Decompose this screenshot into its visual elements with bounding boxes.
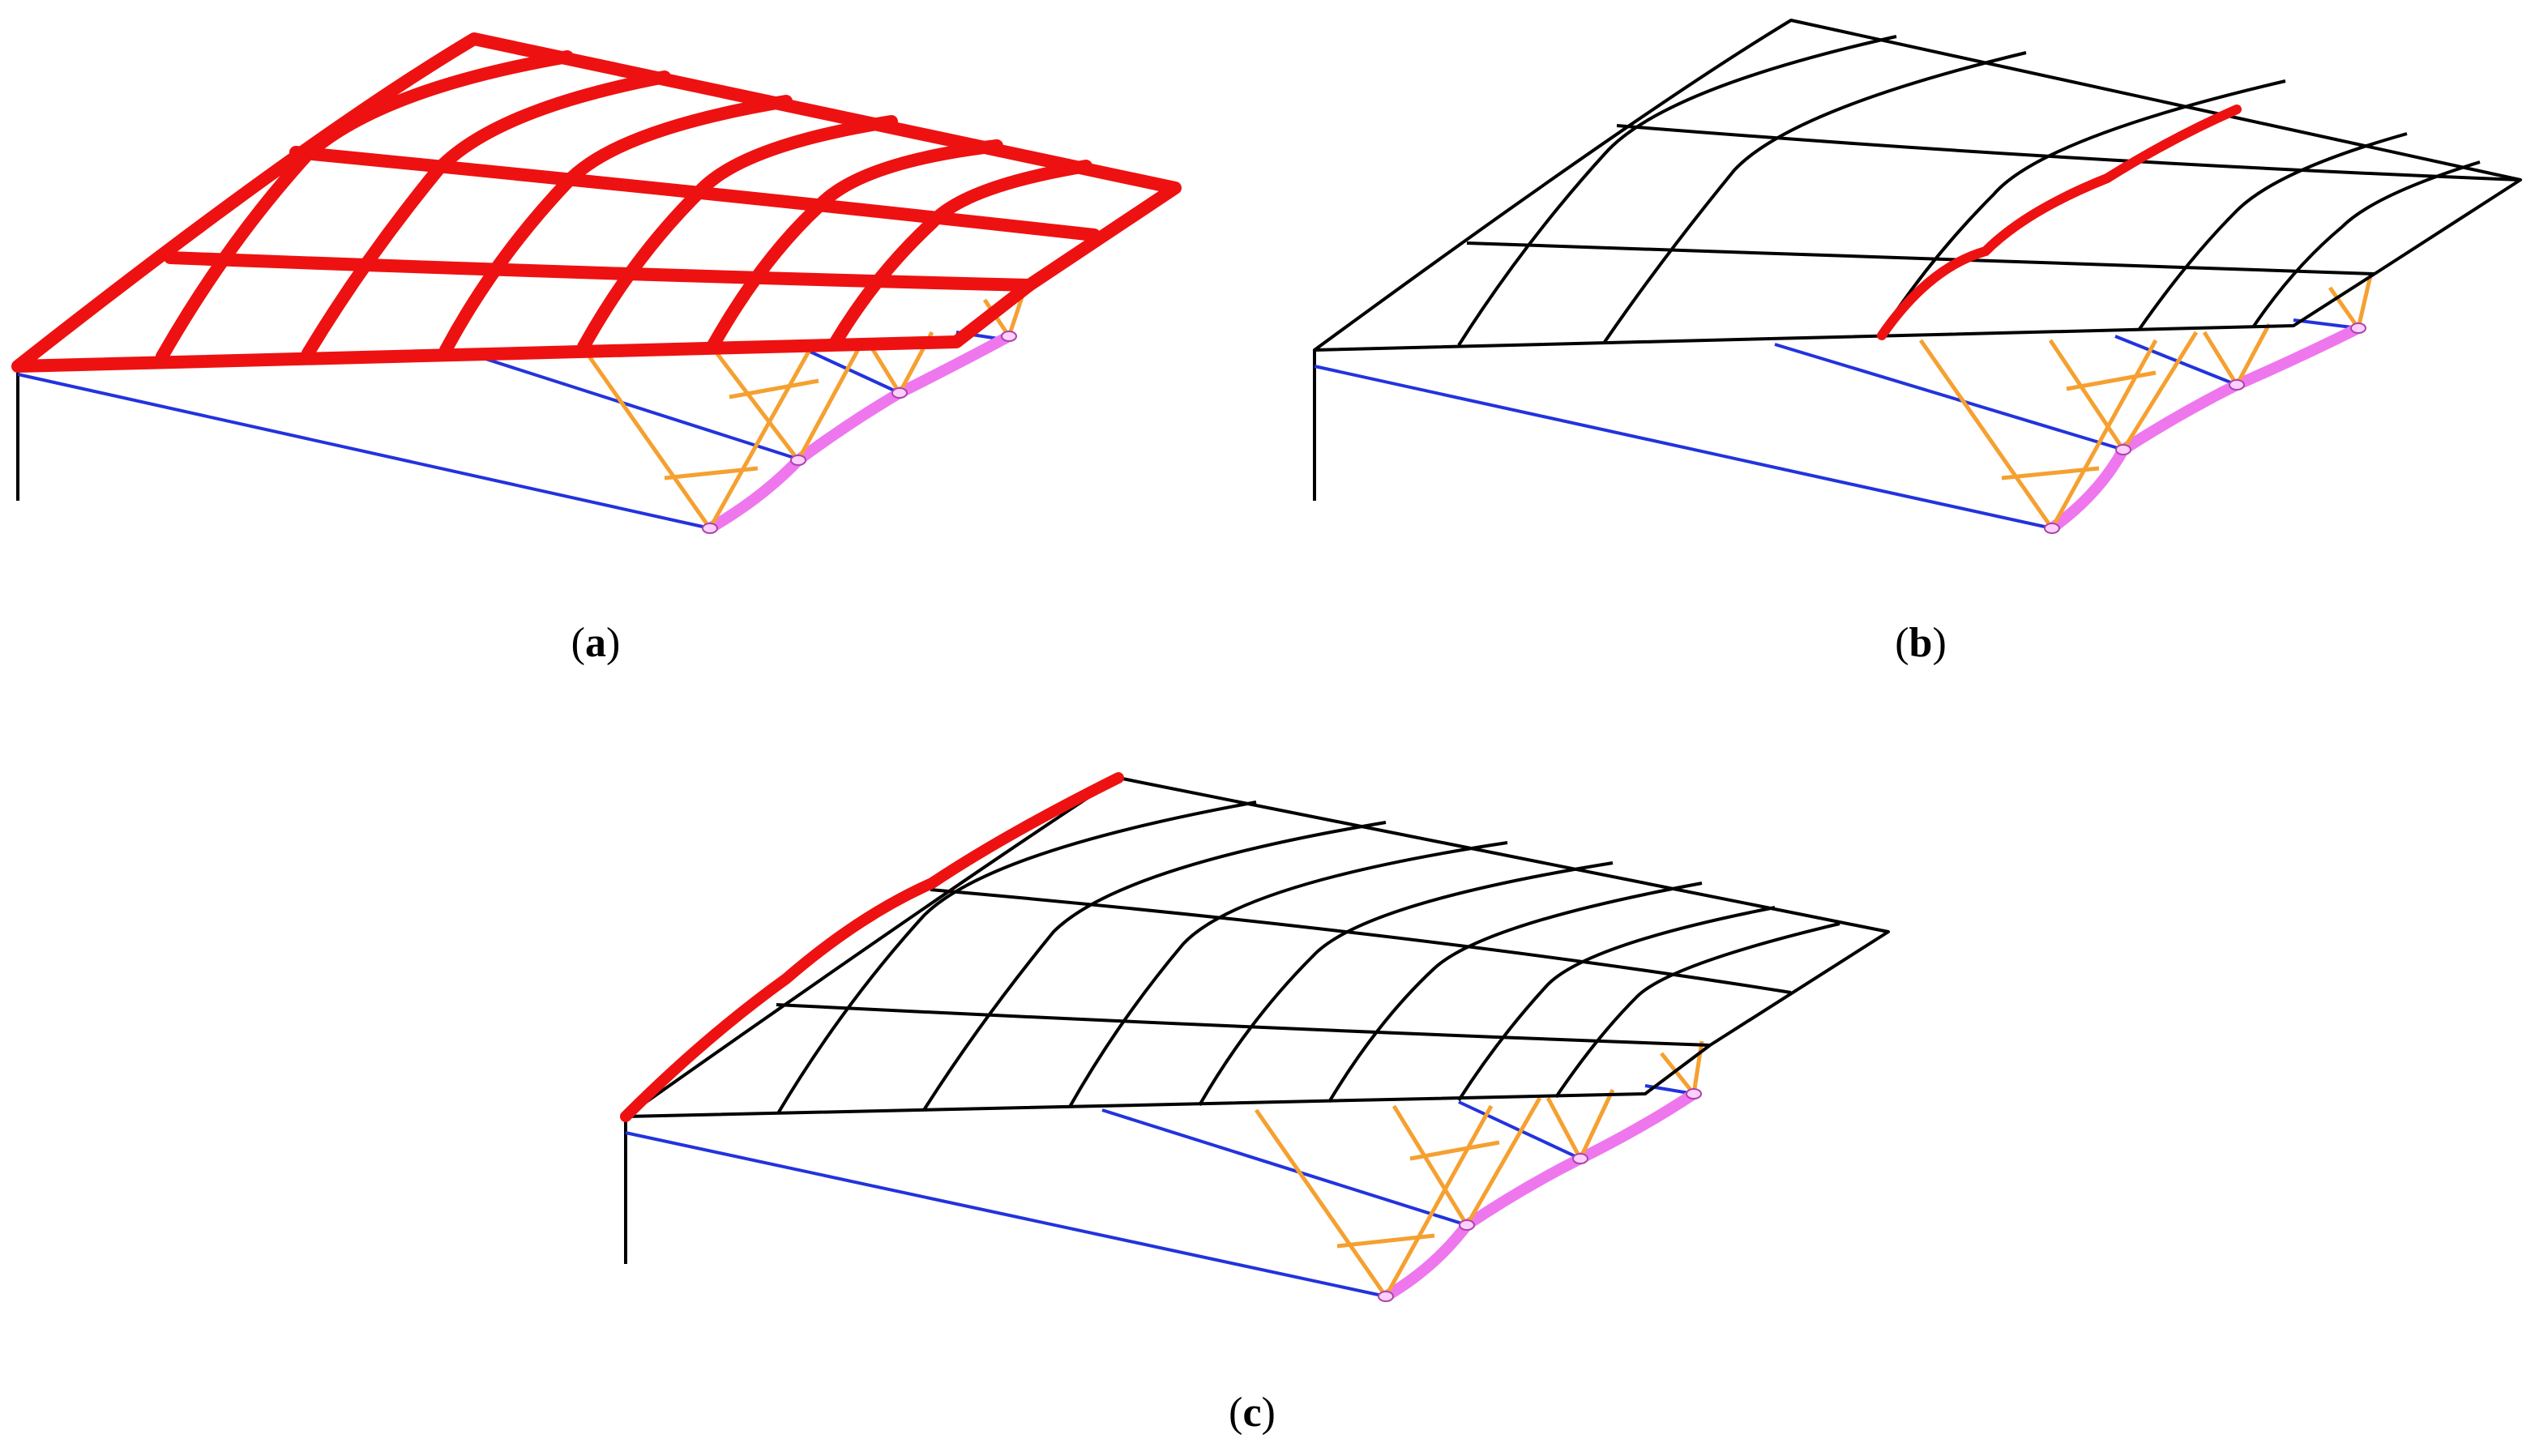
- nodes: [2044, 322, 2366, 534]
- bottom-chord: [1380, 1088, 1699, 1302]
- panel-c: [620, 772, 1890, 1302]
- panel-label-c: (c): [1229, 1390, 1276, 1436]
- bottom-chord: [2046, 322, 2364, 534]
- panel-a: [11, 32, 1182, 534]
- panel-label-a: (a): [571, 620, 621, 666]
- roof-grid: [1313, 19, 2522, 352]
- highlighted-beam: [620, 772, 1124, 1122]
- branch-struts: [1254, 1040, 1704, 1298]
- tie-cables: [625, 1084, 1695, 1298]
- nodes: [1378, 1088, 1702, 1302]
- bottom-chord: [704, 331, 1015, 534]
- roof-grid: [11, 32, 1182, 373]
- panel-label-b: (b): [1895, 620, 1947, 666]
- panel-b: [1313, 19, 2522, 534]
- nodes: [702, 331, 1017, 534]
- highlighted-beam: [1877, 105, 2242, 340]
- branch-struts: [1918, 275, 2373, 530]
- branch-struts: [581, 287, 1028, 530]
- tie-cables: [1314, 318, 2359, 530]
